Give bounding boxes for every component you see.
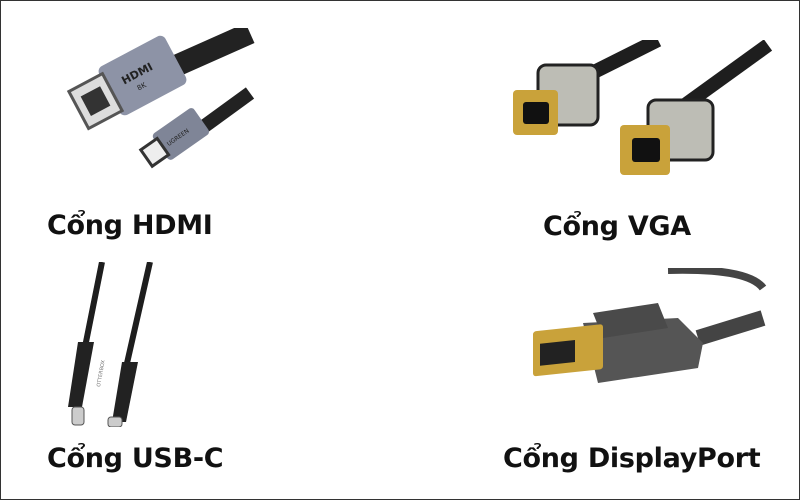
displayport-cable-image	[533, 268, 767, 383]
hdmi-cable-image: HDMI 8K UGREEN	[66, 28, 255, 169]
usb-c-cable-image: OTTERBOX	[68, 262, 153, 427]
usb-c-label: Cổng USB-C	[47, 443, 224, 474]
vga-cable-image	[513, 40, 773, 175]
otterbox-brand-marking: OTTERBOX	[96, 359, 107, 387]
displayport-label: Cổng DisplayPort	[503, 443, 761, 474]
hdmi-label: Cổng HDMI	[47, 210, 213, 241]
hdmi-8k-marking: 8K	[136, 81, 148, 93]
vga-label: Cổng VGA	[543, 211, 691, 242]
